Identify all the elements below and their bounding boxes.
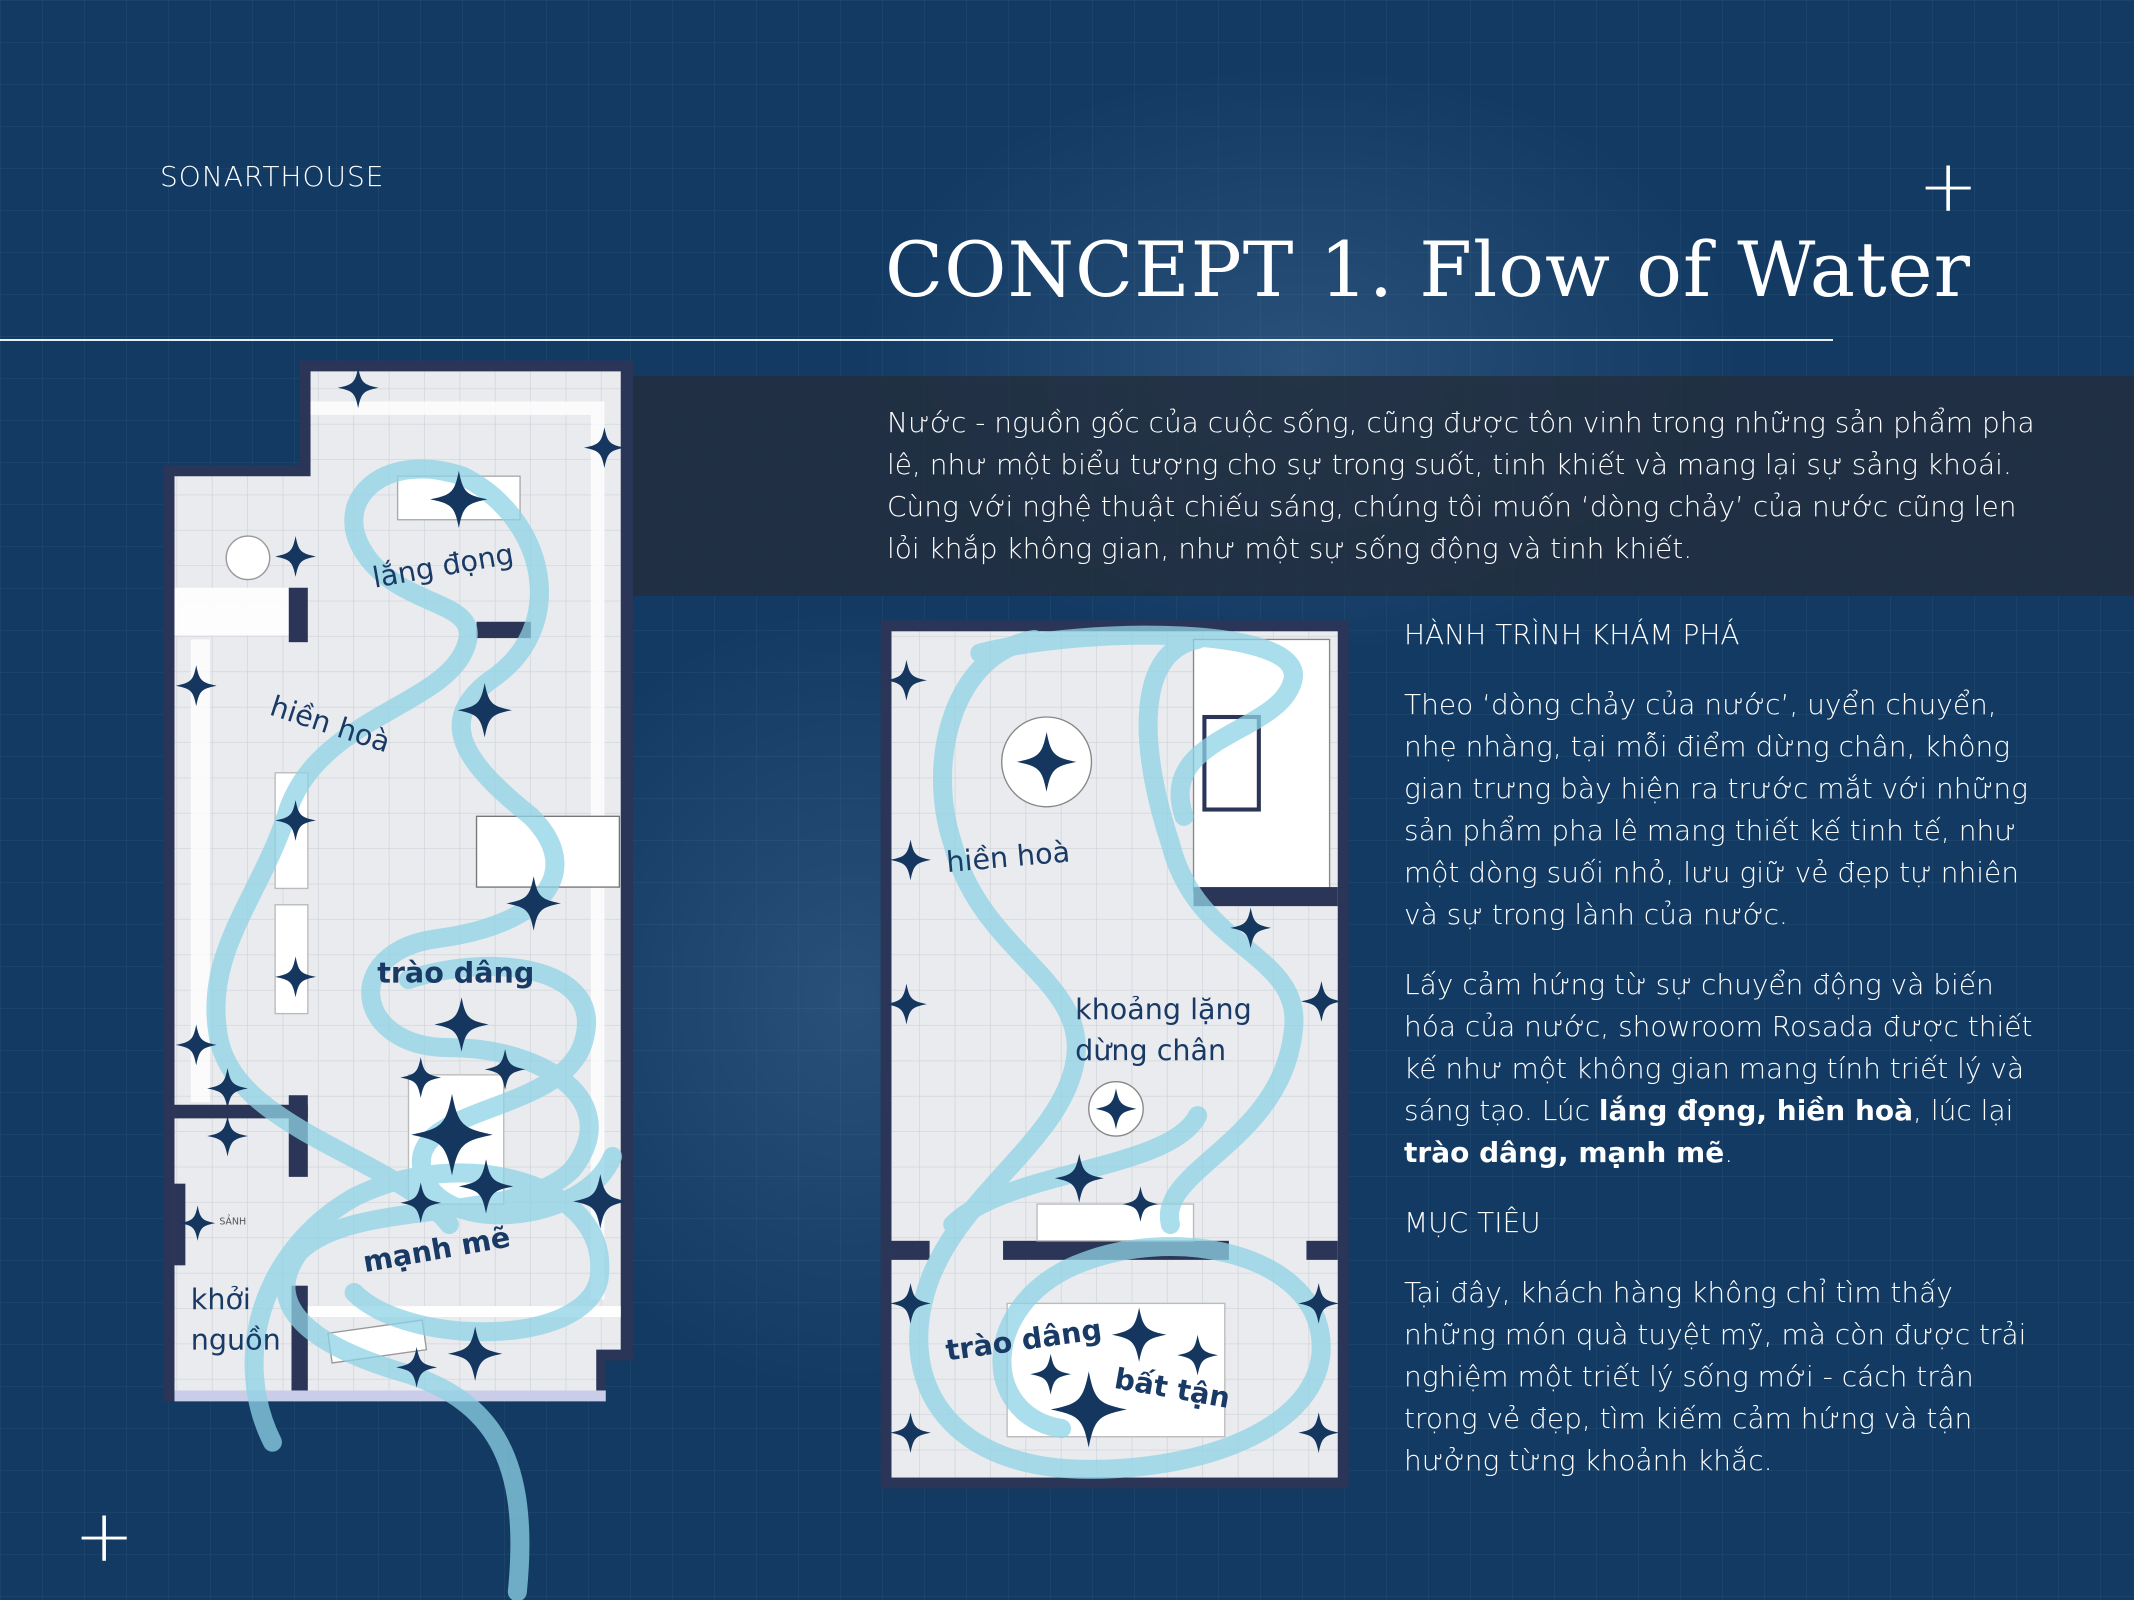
text: , lúc lại xyxy=(1913,1094,2014,1127)
intro-paragraph: Nước - nguồn gốc của cuộc sống, cũng đượ… xyxy=(887,406,2035,565)
brand-name: SONARTHOUSE xyxy=(160,160,385,193)
journey-paragraph-1: Theo ‘dòng chảy của nước’, uyển chuyển, … xyxy=(1404,688,2028,931)
plan-label-lobby: SẢNH xyxy=(219,1215,246,1227)
plan-label: nguồn xyxy=(191,1323,281,1357)
plus-icon: + xyxy=(1918,144,1979,228)
bold-text: lắng đọng, hiền hoà xyxy=(1598,1094,1914,1127)
plan-label: dừng chân xyxy=(1075,1033,1226,1067)
section-heading-journey: HÀNH TRÌNH KHÁM PHÁ xyxy=(1404,618,1740,651)
bold-text: trào dâng, mạnh mẽ xyxy=(1404,1136,1725,1169)
plan-label: trào dâng xyxy=(377,955,534,989)
page-title: CONCEPT 1. Flow of Water xyxy=(885,225,1971,314)
text: Lấy cảm hứng từ sự chuyển động và biến h… xyxy=(1404,968,2033,1127)
plus-icon: + xyxy=(74,1494,135,1578)
section-heading-goal: MỤC TIÊU xyxy=(1404,1206,1541,1239)
description-column: HÀNH TRÌNH KHÁM PHÁ Theo ‘dòng chảy của … xyxy=(1404,614,2044,1510)
water-flow-paths xyxy=(206,459,1331,1600)
plan-label: khoảng lặng xyxy=(1075,992,1252,1026)
intro-band xyxy=(633,376,2134,596)
text: . xyxy=(1724,1136,1734,1169)
goal-paragraph: Tại đây, khách hàng không chỉ tìm thấy n… xyxy=(1404,1276,2027,1477)
title-divider xyxy=(0,339,1833,341)
journey-paragraph-2: Lấy cảm hứng từ sự chuyển động và biến h… xyxy=(1404,964,2044,1174)
plan-label: khởi xyxy=(191,1282,251,1316)
